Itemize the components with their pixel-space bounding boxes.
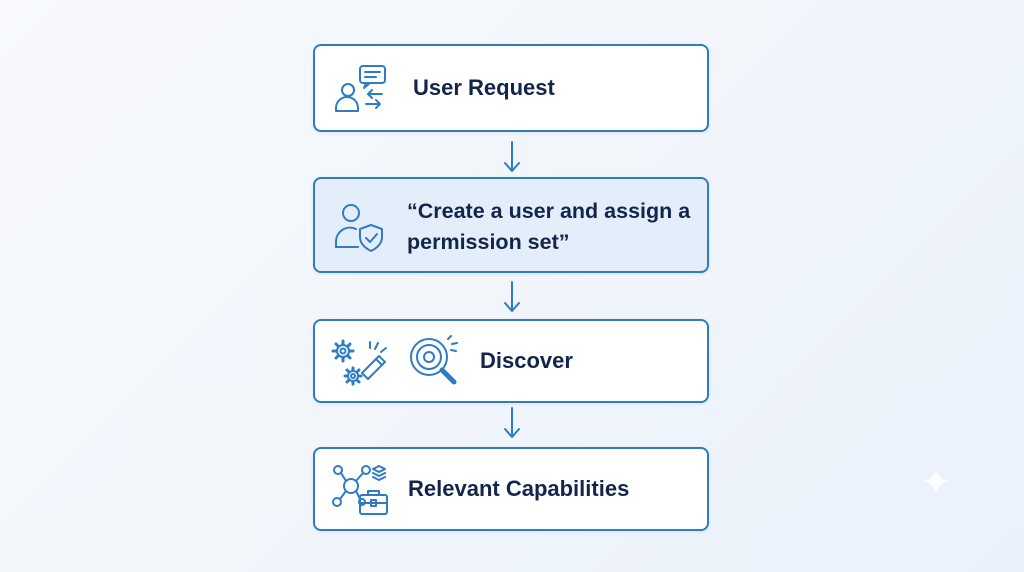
step-request-text-label: “Create a user and assign a permission s… [407,199,691,254]
down-arrow-icon [504,281,520,312]
step-user-request-box: User Request [313,44,709,132]
gears-flashlight-icon [329,335,389,391]
down-arrow-icon [504,141,520,172]
step-discover-box: Discover [313,319,709,403]
network-toolbox-icon [332,463,390,519]
step-user-request-label: User Request [413,75,555,100]
step-discover-label: Discover [480,348,573,373]
step-relevant-capabilities-box: Relevant Capabilities [313,447,709,531]
magnifier-icon [407,335,459,389]
user-chat-exchange-icon [333,63,389,115]
sparkle-icon [923,468,949,494]
step-relevant-capabilities-label: Relevant Capabilities [408,476,630,501]
step-request-text-box: “Create a user and assign a permission s… [313,177,709,273]
down-arrow-icon [504,407,520,438]
user-shield-check-icon [333,201,385,253]
